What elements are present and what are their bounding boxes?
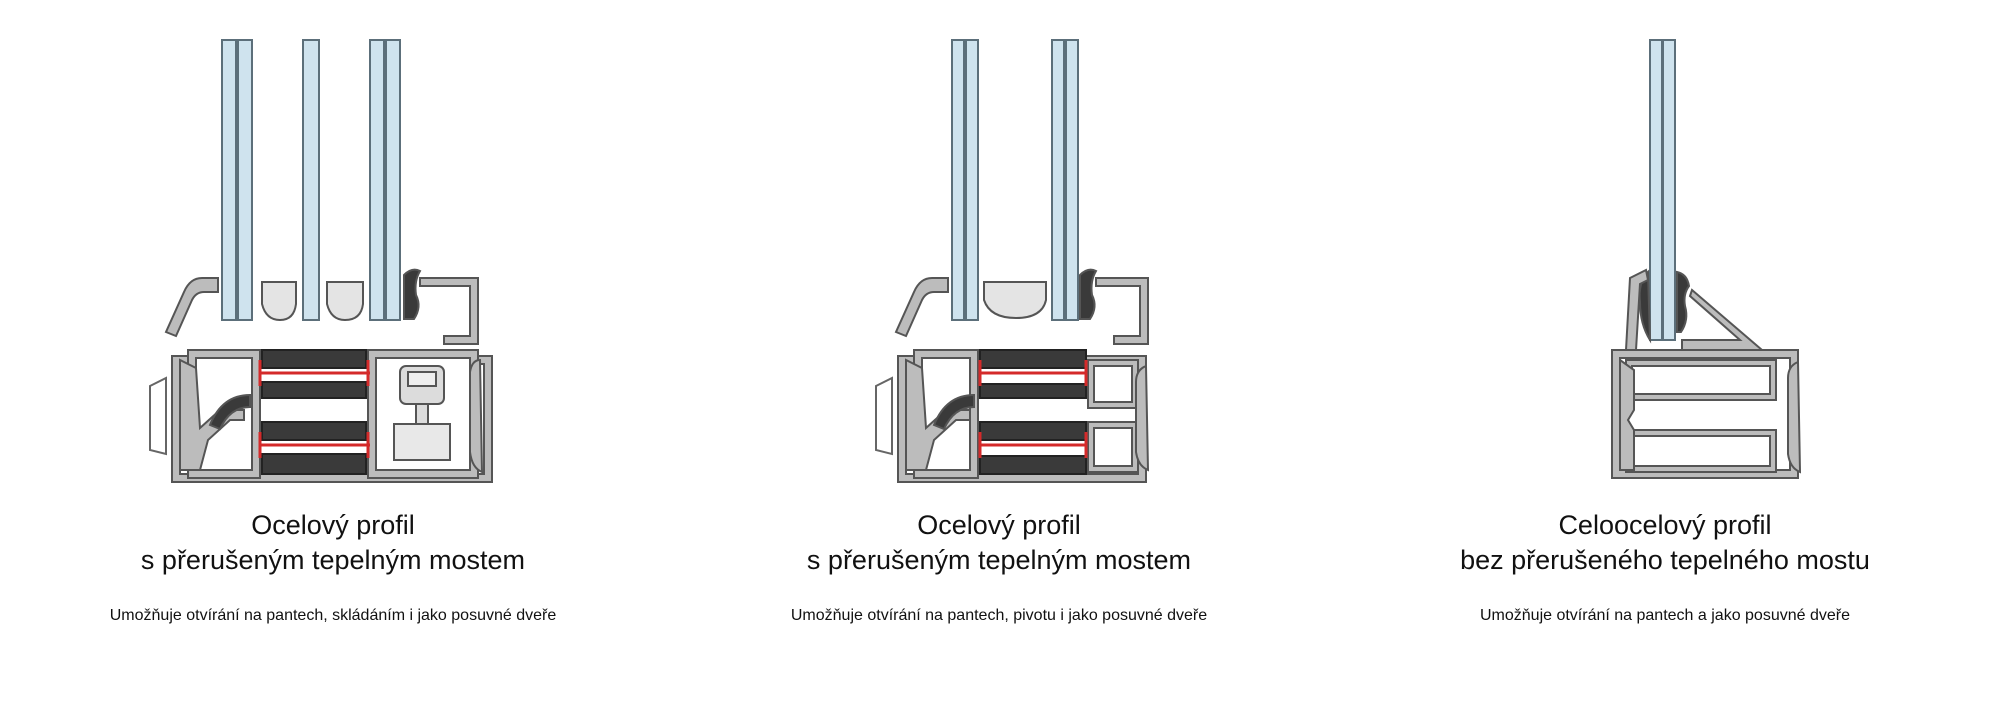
glazing-bead-left: [894, 277, 949, 338]
profile-title-line2: bez přerušeného tepelného mostu: [1460, 545, 1870, 575]
glass-spacers: [261, 281, 364, 322]
edge-seal: [469, 358, 484, 474]
profile-title: Ocelový profil s přerušeným tepelným mos…: [0, 508, 666, 578]
glass-panes: [1649, 39, 1676, 341]
glazing-gasket-right: [1676, 270, 1691, 333]
edge-seal: [1787, 360, 1802, 474]
edge-seal: [1135, 364, 1150, 472]
profile-title-line1: Celoocelový profil: [1558, 510, 1772, 540]
profile-cross-section-2: [875, 39, 1150, 483]
insulating-strips: [261, 349, 367, 475]
profile-title-line1: Ocelový profil: [251, 510, 415, 540]
profile-description: Umožňuje otvírání na pantech, skládáním …: [109, 607, 557, 624]
profile-panel-1: Ocelový profil s přerušeným tepelným mos…: [0, 0, 666, 702]
glazing-bead-right: [1095, 277, 1149, 345]
frame-inner-left: [179, 358, 245, 471]
glazing-bead-left: [164, 277, 219, 338]
insulating-strips: [979, 349, 1087, 475]
thermal-break: [978, 360, 1088, 458]
glass-panes: [221, 39, 401, 321]
profile-description: Umožňuje otvírání na pantech, pivotu i j…: [790, 607, 1208, 624]
profile-description: Umožňuje otvírání na pantech a jako posu…: [1479, 607, 1850, 624]
profile-cross-section-1: [149, 39, 493, 483]
profile-title-line2: s přerušeným tepelným mostem: [140, 545, 526, 575]
handle-plate: [149, 376, 167, 456]
thermal-break: [258, 360, 370, 458]
glazing-gasket: [403, 268, 422, 320]
glazing-bead-right: [1681, 288, 1765, 351]
profile-title-line1: Ocelový profil: [917, 510, 1081, 540]
glass-panes: [951, 39, 1079, 321]
profile-title: Ocelový profil s přerušeným tepelným mos…: [666, 508, 1332, 578]
hinge-hardware: [393, 365, 451, 461]
handle-plate: [875, 376, 893, 456]
profile-title: Celoocelový profil bez přerušeného tepel…: [1332, 508, 1998, 578]
rebate-gasket: [208, 393, 251, 431]
glazing-gasket: [1079, 268, 1098, 320]
frame-inner-left: [1619, 358, 1635, 471]
rebate-gasket: [932, 393, 975, 431]
glazing-bead-right: [419, 277, 479, 345]
steel-chambers: [1625, 359, 1777, 473]
profile-cross-section-3: [1611, 39, 1802, 479]
profile-panel-2: Ocelový profil s přerušeným tepelným mos…: [666, 0, 1332, 702]
frame-inner-left: [905, 358, 971, 471]
profile-title-line2: s přerušeným tepelným mostem: [806, 545, 1192, 575]
glass-spacers: [983, 281, 1047, 320]
profile-panel-3: Celoocelový profil bez přerušeného tepel…: [1332, 0, 1998, 702]
